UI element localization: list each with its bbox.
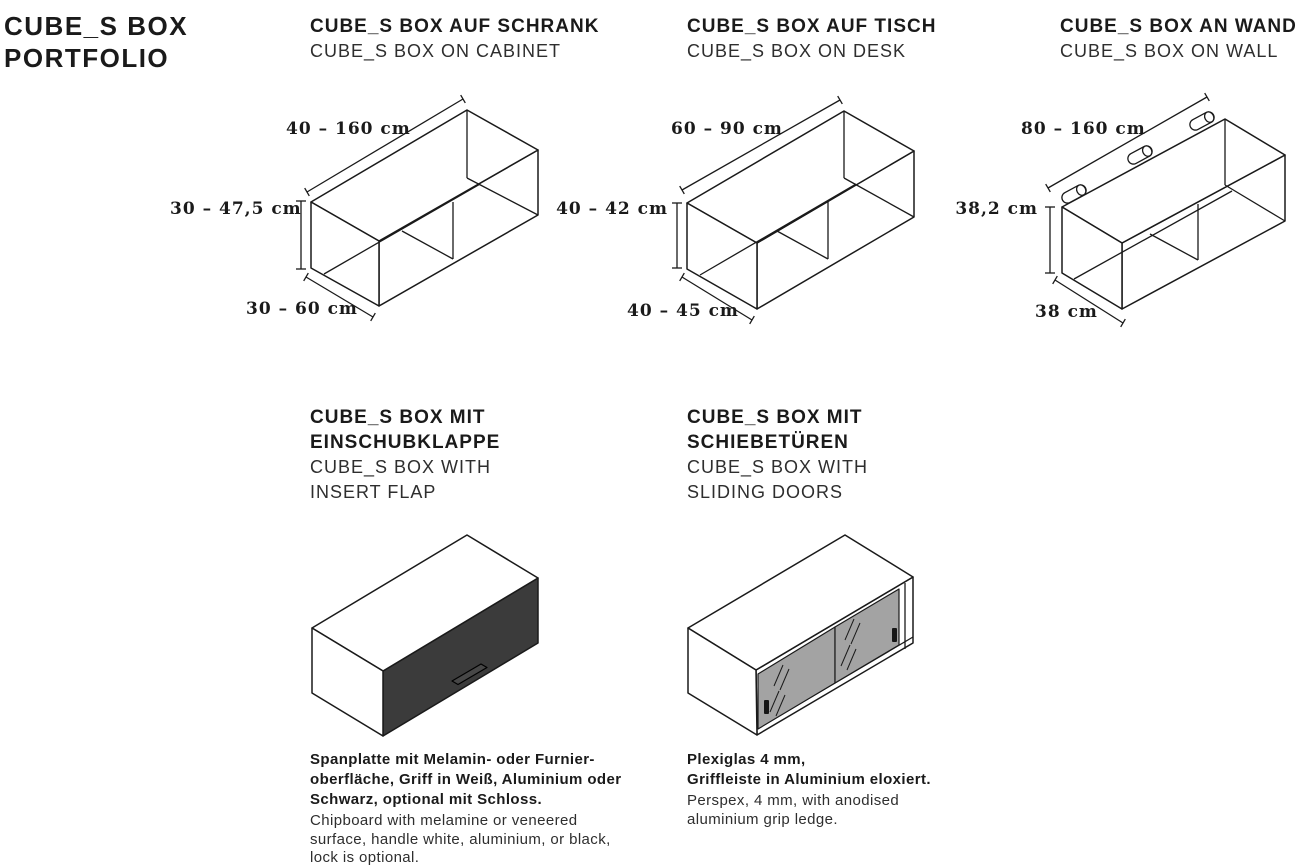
drawing-box-on-cabinet: [296, 94, 539, 322]
wall-mount-pegs: [1061, 111, 1215, 204]
dim-width-wall: 80 – 160 cm: [1021, 119, 1146, 139]
figure-title-en: CUBE_S BOX ON CABINET: [310, 41, 562, 61]
dim-width-cabinet: 40 – 160 cm: [286, 119, 411, 139]
description-line: oberfläche, Griff in Weiß, Aluminium ode…: [310, 771, 622, 788]
isometric-open-box: [1061, 111, 1286, 310]
flap-handle: [451, 663, 488, 686]
box-left-face: [311, 627, 384, 737]
description-line: lock is optional.: [310, 849, 420, 866]
dim-depth-wall: 38 cm: [1035, 302, 1098, 322]
description-line: Perspex, 4 mm, with anodised: [687, 792, 900, 809]
page-title-line2: PORTFOLIO: [4, 43, 170, 73]
figure-header-insert-flap: CUBE_S BOX MIT EINSCHUBKLAPPE CUBE_S BOX…: [310, 405, 500, 505]
isometric-closed-box: [311, 534, 539, 737]
glass-reflection-marks: [769, 618, 861, 717]
description-line: surface, handle white, aluminium, or bla…: [310, 830, 611, 848]
isometric-open-box: [310, 109, 539, 307]
isometric-open-box: [686, 110, 915, 310]
page-title: CUBE_S BOX PORTFOLIO: [4, 10, 188, 74]
box-left-face: [687, 627, 758, 736]
figure-header-wall: CUBE_S BOX AN WAND CUBE_S BOX ON WALL: [1060, 14, 1297, 64]
box-left-face: [686, 202, 758, 310]
box-left-face: [310, 201, 380, 307]
box-interior-lines: [1073, 119, 1286, 280]
figure-title-de: CUBE_S BOX AUF SCHRANK: [310, 16, 600, 37]
figure-title-de: SCHIEBETÜREN: [687, 432, 849, 453]
description-insert-flap: Spanplatte mit Melamin- oder Furnier- ob…: [310, 750, 621, 868]
box-interior-lines: [323, 110, 539, 275]
figure-title-en: INSERT FLAP: [310, 482, 437, 502]
dim-height-desk: 40 – 42 cm: [556, 199, 668, 219]
figure-title-en: CUBE_S BOX ON WALL: [1060, 41, 1279, 61]
figure-title-de: CUBE_S BOX AUF TISCH: [687, 16, 937, 37]
figure-title-de: EINSCHUBKLAPPE: [310, 432, 501, 453]
description-en: Chipboard with melamine or veneered surf…: [310, 812, 621, 868]
description-line: aluminium grip ledge.: [687, 810, 838, 828]
dimension-lines: [1045, 92, 1210, 328]
dim-height-wall: 38,2 cm: [955, 199, 1038, 219]
door-handle-left: [764, 700, 769, 714]
dim-width-desk: 60 – 90 cm: [671, 119, 783, 139]
wall-peg: [1061, 184, 1087, 204]
drawing-box-on-wall: [1045, 92, 1286, 328]
description-de: Plexiglas 4 mm, Griffleiste in Aluminium…: [687, 750, 931, 790]
description-en: Perspex, 4 mm, with anodised aluminium g…: [687, 792, 931, 829]
figure-header-desk: CUBE_S BOX AUF TISCH CUBE_S BOX ON DESK: [687, 14, 936, 64]
door-handle-right: [892, 628, 897, 642]
drawing-box-with-sliding-doors: [687, 534, 914, 736]
description-line: Plexiglas 4 mm,: [687, 751, 806, 768]
dim-depth-desk: 40 – 45 cm: [627, 301, 739, 321]
figure-header-sliding-doors: CUBE_S BOX MIT SCHIEBETÜREN CUBE_S BOX W…: [687, 405, 868, 505]
figure-title-en: CUBE_S BOX ON DESK: [687, 41, 907, 61]
figure-title-en: CUBE_S BOX WITH: [687, 457, 869, 477]
box-left-face: [1061, 206, 1123, 310]
description-line: Chipboard with melamine or veneered: [310, 812, 578, 829]
wall-peg: [1127, 145, 1153, 165]
description-line: Griffleiste in Aluminium eloxiert.: [687, 771, 931, 788]
drawing-box-with-insert-flap: [311, 534, 539, 737]
description-de: Spanplatte mit Melamin- oder Furnier- ob…: [310, 750, 621, 810]
isometric-box-sliding-doors: [687, 534, 914, 736]
dim-depth-cabinet: 30 – 60 cm: [246, 299, 358, 319]
page-title-line1: CUBE_S BOX: [4, 11, 189, 41]
figure-title-de: CUBE_S BOX MIT: [687, 407, 863, 428]
figure-title-de: CUBE_S BOX AN WAND: [1060, 16, 1297, 37]
dimension-lines: [672, 95, 843, 325]
figure-title-de: CUBE_S BOX MIT: [310, 407, 486, 428]
description-sliding-doors: Plexiglas 4 mm, Griffleiste in Aluminium…: [687, 750, 931, 829]
description-line: Spanplatte mit Melamin- oder Furnier-: [310, 751, 595, 768]
box-interior-lines: [699, 111, 915, 276]
wall-peg: [1189, 111, 1215, 131]
figure-title-en: CUBE_S BOX WITH: [310, 457, 492, 477]
description-line: Schwarz, optional mit Schloss.: [310, 791, 543, 808]
figure-title-en: SLIDING DOORS: [687, 482, 844, 502]
figure-header-cabinet: CUBE_S BOX AUF SCHRANK CUBE_S BOX ON CAB…: [310, 14, 599, 64]
dim-height-cabinet: 30 – 47,5 cm: [170, 199, 302, 219]
dimension-lines: [296, 94, 466, 322]
drawing-box-on-desk: [672, 95, 915, 325]
